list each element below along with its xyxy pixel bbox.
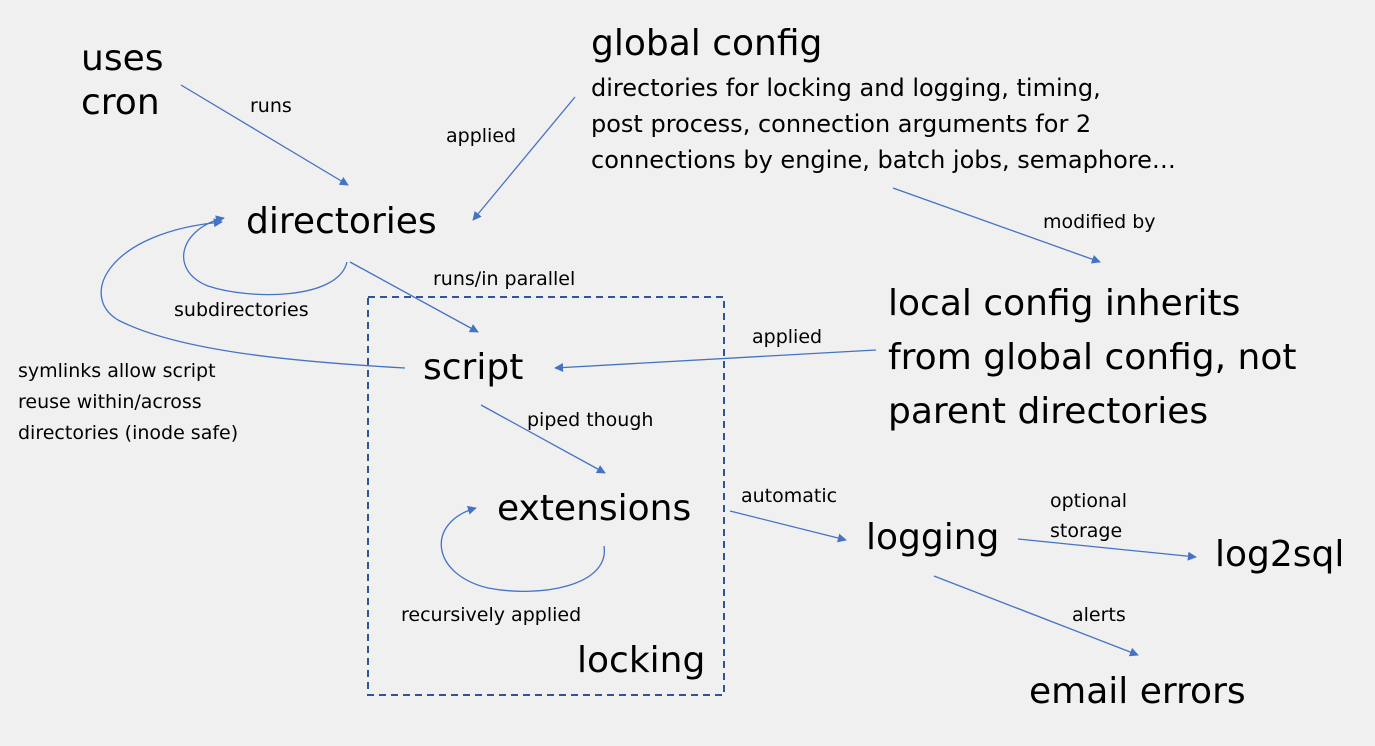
edge-label-applied-local: applied bbox=[752, 326, 823, 348]
edge-logging-email bbox=[933, 575, 1139, 657]
edge-label-recursively-applied: recursively applied bbox=[401, 604, 582, 626]
locking-box bbox=[367, 296, 725, 696]
node-cron-text: cron bbox=[81, 81, 160, 123]
node-locking: locking bbox=[577, 640, 706, 681]
local-config-line: parent directories bbox=[888, 391, 1209, 432]
edge-label-alerts: alerts bbox=[1072, 604, 1126, 626]
global-config-description: directories for locking and logging, tim… bbox=[591, 70, 1176, 178]
edge-global-local bbox=[892, 187, 1101, 264]
local-config-line: from global config, not bbox=[888, 337, 1297, 378]
global-config-desc-line: connections by engine, batch jobs, semap… bbox=[591, 146, 1176, 174]
symlinks-note-line: symlinks allow script bbox=[18, 360, 216, 382]
node-uses-cron: uses cron bbox=[81, 37, 163, 125]
edge-local-script bbox=[554, 349, 877, 373]
edge-directories-script bbox=[349, 261, 479, 333]
edge-cron-directories bbox=[180, 84, 349, 186]
symlinks-note-line: reuse within/across bbox=[18, 391, 202, 413]
node-uses-text: uses bbox=[81, 38, 164, 79]
edge-script-extensions bbox=[480, 404, 606, 474]
node-extensions: extensions bbox=[497, 488, 692, 529]
edge-label-applied-global: applied bbox=[446, 125, 517, 147]
node-script: script bbox=[423, 347, 524, 388]
edge-label-piped-through: piped though bbox=[527, 409, 654, 431]
node-log2sql: log2sql bbox=[1215, 534, 1345, 575]
node-logging: logging bbox=[866, 517, 1000, 558]
optional-storage-line: storage bbox=[1050, 520, 1123, 542]
node-local-config: local config inherits from global config… bbox=[888, 277, 1296, 439]
symlinks-note: symlinks allow script reuse within/acros… bbox=[18, 356, 238, 449]
edge-symlinks-loop bbox=[100, 218, 406, 369]
node-global-config: global config bbox=[591, 23, 823, 64]
global-config-desc-line: post process, connection arguments for 2 bbox=[591, 110, 1092, 138]
edge-global-directories bbox=[472, 96, 576, 221]
node-email-errors: email errors bbox=[1029, 671, 1246, 712]
edge-label-subdirectories: subdirectories bbox=[174, 299, 309, 321]
edge-label-runs: runs bbox=[250, 95, 292, 117]
edge-extensions-logging bbox=[729, 510, 847, 543]
optional-storage-line: optional bbox=[1050, 490, 1128, 512]
edge-label-runs-parallel: runs/in parallel bbox=[433, 268, 576, 290]
edge-logging-log2sql bbox=[1017, 538, 1197, 561]
global-config-desc-line: directories for locking and logging, tim… bbox=[591, 74, 1101, 102]
edge-subdirectories-loop bbox=[182, 215, 348, 296]
node-directories: directories bbox=[246, 201, 437, 242]
edge-label-automatic: automatic bbox=[741, 485, 838, 507]
local-config-line: local config inherits bbox=[888, 283, 1241, 324]
edge-extensions-loop bbox=[440, 505, 605, 592]
edge-label-modified-by: modified by bbox=[1043, 211, 1156, 233]
edge-label-optional-storage: optional storage bbox=[1050, 486, 1127, 546]
symlinks-note-line: directories (inode safe) bbox=[18, 422, 239, 444]
